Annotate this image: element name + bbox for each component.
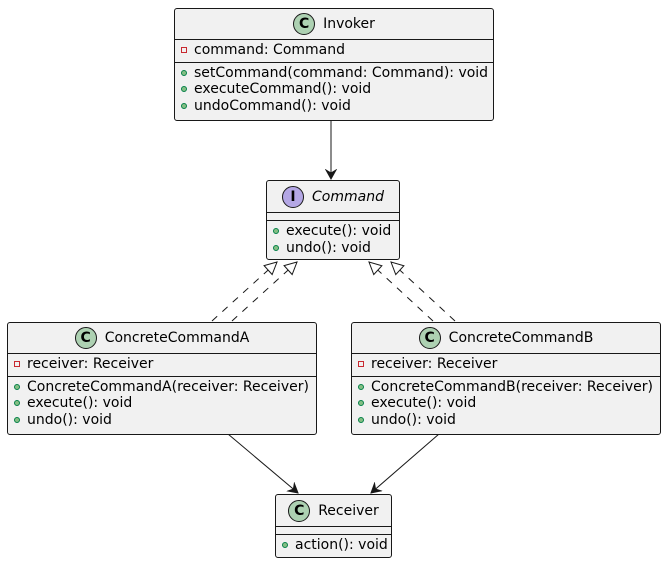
methods-section: ConcreteCommandB(receiver: Receiver) exe… — [352, 377, 660, 432]
method-text: execute(): void — [371, 395, 477, 412]
field-text: receiver: Receiver — [371, 356, 498, 373]
public-visibility-icon — [181, 69, 187, 76]
fields-section — [267, 213, 399, 221]
class-concrete-command-a[interactable]: C ConcreteCommandA receiver: Receiver Co… — [7, 322, 317, 435]
public-visibility-icon — [282, 542, 288, 549]
private-visibility-icon — [358, 361, 364, 368]
method-text: action(): void — [295, 537, 388, 554]
field-row: receiver: Receiver — [14, 356, 316, 373]
class-name: Invoker — [323, 16, 375, 32]
fields-section: command: Command — [175, 40, 493, 63]
interface-stereotype-icon: I — [282, 185, 305, 208]
field-row: command: Command — [181, 42, 493, 59]
fields-section: receiver: Receiver — [352, 354, 660, 377]
method-text: execute(): void — [286, 223, 392, 240]
method-text: undoCommand(): void — [194, 97, 351, 114]
interface-command[interactable]: I Command execute(): void undo(): void — [266, 180, 400, 260]
method-text: executeCommand(): void — [194, 81, 372, 98]
realization-b-command-2 — [390, 261, 456, 322]
realization-a-command-1 — [211, 261, 278, 322]
public-visibility-icon — [358, 383, 364, 390]
class-name: Command — [312, 188, 384, 205]
class-invoker[interactable]: C Invoker command: Command setCommand(co… — [174, 8, 494, 121]
fields-section: receiver: Receiver — [8, 354, 316, 377]
methods-section: action(): void — [276, 535, 391, 557]
method-row: execute(): void — [14, 395, 316, 412]
public-visibility-icon — [358, 416, 364, 423]
public-visibility-icon — [14, 400, 20, 407]
method-text: ConcreteCommandA(receiver: Receiver) — [27, 378, 309, 395]
method-text: execute(): void — [27, 395, 133, 412]
methods-section: ConcreteCommandA(receiver: Receiver) exe… — [8, 377, 316, 432]
public-visibility-icon — [358, 400, 364, 407]
class-header: C Receiver — [276, 495, 391, 527]
class-receiver[interactable]: C Receiver action(): void — [275, 494, 392, 558]
methods-section: setCommand(command: Command): void execu… — [175, 63, 493, 118]
methods-section: execute(): void undo(): void — [267, 221, 399, 259]
field-text: receiver: Receiver — [27, 356, 154, 373]
method-row: execute(): void — [273, 223, 399, 240]
class-header: I Command — [267, 181, 399, 213]
association-a-receiver — [227, 433, 298, 493]
method-row: undo(): void — [14, 412, 316, 429]
public-visibility-icon — [14, 416, 20, 423]
method-text: undo(): void — [27, 411, 112, 428]
class-header: C Invoker — [175, 9, 493, 40]
class-name: ConcreteCommandA — [104, 330, 250, 346]
realization-b-command-1 — [368, 261, 434, 322]
method-text: undo(): void — [286, 239, 371, 256]
field-row: receiver: Receiver — [358, 356, 660, 373]
private-visibility-icon — [181, 47, 187, 54]
class-stereotype-icon: C — [288, 499, 311, 522]
method-row: executeCommand(): void — [181, 81, 493, 98]
method-row: ConcreteCommandA(receiver: Receiver) — [14, 379, 316, 396]
class-stereotype-icon: C — [74, 327, 97, 349]
method-row: ConcreteCommandB(receiver: Receiver) — [358, 379, 660, 396]
method-row: action(): void — [282, 537, 391, 554]
class-name: Receiver — [318, 502, 379, 519]
class-concrete-command-b[interactable]: C ConcreteCommandB receiver: Receiver Co… — [351, 322, 661, 435]
method-row: undo(): void — [358, 412, 660, 429]
class-name: ConcreteCommandB — [448, 330, 594, 346]
public-visibility-icon — [273, 228, 279, 235]
private-visibility-icon — [14, 361, 20, 368]
class-stereotype-icon: C — [418, 327, 441, 349]
method-text: undo(): void — [371, 411, 456, 428]
method-row: undo(): void — [273, 240, 399, 257]
method-row: undoCommand(): void — [181, 98, 493, 115]
method-text: ConcreteCommandB(receiver: Receiver) — [371, 378, 653, 395]
method-row: setCommand(command: Command): void — [181, 65, 493, 82]
public-visibility-icon — [181, 102, 187, 109]
public-visibility-icon — [273, 244, 279, 251]
realization-a-command-2 — [231, 261, 298, 322]
class-header: C ConcreteCommandB — [352, 323, 660, 354]
public-visibility-icon — [181, 86, 187, 93]
field-text: command: Command — [194, 42, 345, 59]
method-row: execute(): void — [358, 395, 660, 412]
public-visibility-icon — [14, 383, 20, 390]
class-header: C ConcreteCommandA — [8, 323, 316, 354]
fields-section — [276, 527, 391, 535]
association-b-receiver — [371, 433, 440, 493]
method-text: setCommand(command: Command): void — [194, 64, 489, 81]
class-stereotype-icon: C — [293, 13, 316, 35]
